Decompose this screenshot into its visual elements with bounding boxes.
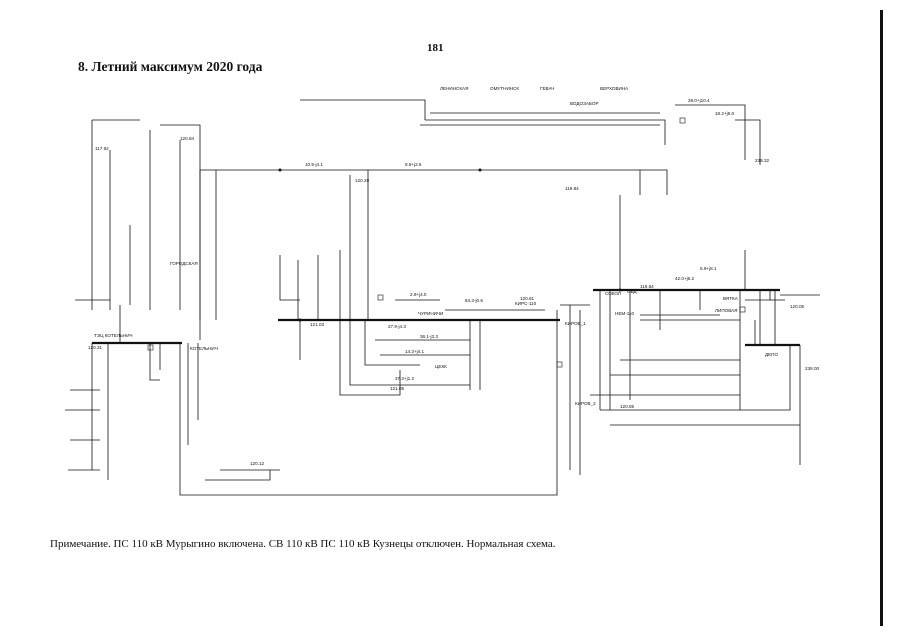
flow-8: 8.8+j2.6 (405, 162, 422, 167)
flow-6: 37.3+j1.2 (395, 376, 414, 381)
footnote: Примечание. ПС 110 кВ Мурыгино включена.… (50, 538, 556, 550)
voltage-9: 120.55 (620, 404, 634, 409)
diagram-text: ТЭЦ КОТЕЛЬНИЧ КОТЕЛЬНИЧ ГОРОДСКАЯ КИРС-1… (88, 86, 819, 466)
flow-7: 5.9+j8.1 (700, 266, 717, 271)
label-omutninsk: ОМУТНИНСК (490, 86, 519, 91)
diagram-markers (147, 117, 746, 368)
diagram-lines (65, 99, 820, 496)
label-gevach: ГЕВАЧ (540, 86, 554, 91)
label-kirov-2: КИРОВ_2 (575, 401, 596, 406)
label-gorodskaya: ГОРОДСКАЯ (170, 261, 198, 266)
voltage-6: 121.05 (390, 386, 404, 391)
label-leninskaya: ЛЕНИНСКАЯ (440, 86, 468, 91)
label-kotelnich: КОТЕЛЬНИЧ (190, 346, 218, 351)
voltage-10: 119.64 (640, 284, 654, 289)
flow-9: 10.9-j4.1 (305, 162, 323, 167)
voltage-1: 120.31 (88, 345, 102, 350)
label-churinichi: ЧУРИНИЧИ (418, 311, 443, 316)
flow-10: 42.0+j6.2 (675, 276, 694, 281)
flow-12: 28.0+j10.4 (688, 98, 710, 103)
flow-3: 64.3-j0.6 (465, 298, 483, 303)
voltage-14: 120.12 (250, 461, 264, 466)
voltage-12: 239.32 (755, 158, 769, 163)
flow-4: 36.1-j3.3 (420, 334, 438, 339)
voltage-3: 120.84 (180, 136, 194, 141)
voltage-7: 117.92 (95, 146, 109, 151)
voltage-4: 120.29 (355, 178, 369, 183)
label-tec-kotelnich: ТЭЦ КОТЕЛЬНИЧ (94, 333, 133, 338)
label-kirs-110: КИРС-110 (515, 301, 537, 306)
section-title: 8. Летний максимум 2020 года (78, 59, 263, 74)
flow-11: 18.2+j5.0 (715, 111, 734, 116)
flow-5: 14.3+j4.1 (405, 349, 424, 354)
label-nem-110: НЕМ-110 (615, 311, 635, 316)
label-lipovaya: ЛИПОВАЯ (715, 308, 737, 313)
flow-2: 27.9-j4.3 (388, 324, 406, 329)
page-number: 181 (427, 42, 444, 54)
label-ovd: ОВД (627, 289, 638, 294)
label-vodozabor: ВОДОЗАБОР (570, 101, 599, 106)
label-verhovina: ВЕРХОВИНА (600, 86, 629, 91)
voltage-2: 121.03 (310, 322, 324, 327)
label-depo: ДЕПО (765, 352, 778, 357)
label-vyatka: ВЯТКА (723, 296, 739, 301)
flow-1: 2.9+j4.0 (410, 292, 427, 297)
voltage-5: 120.61 (520, 296, 534, 301)
label-sokol: СОКОЛ (605, 291, 621, 296)
label-tsekk: ЦЕКК (435, 364, 447, 369)
voltage-8: 119.84 (565, 186, 579, 191)
voltage-13: 120.05 (790, 304, 804, 309)
voltage-11: 238.00 (805, 366, 819, 371)
label-kirov-1: КИРОВ_1 (565, 321, 586, 326)
page-edge-bar (880, 10, 883, 626)
